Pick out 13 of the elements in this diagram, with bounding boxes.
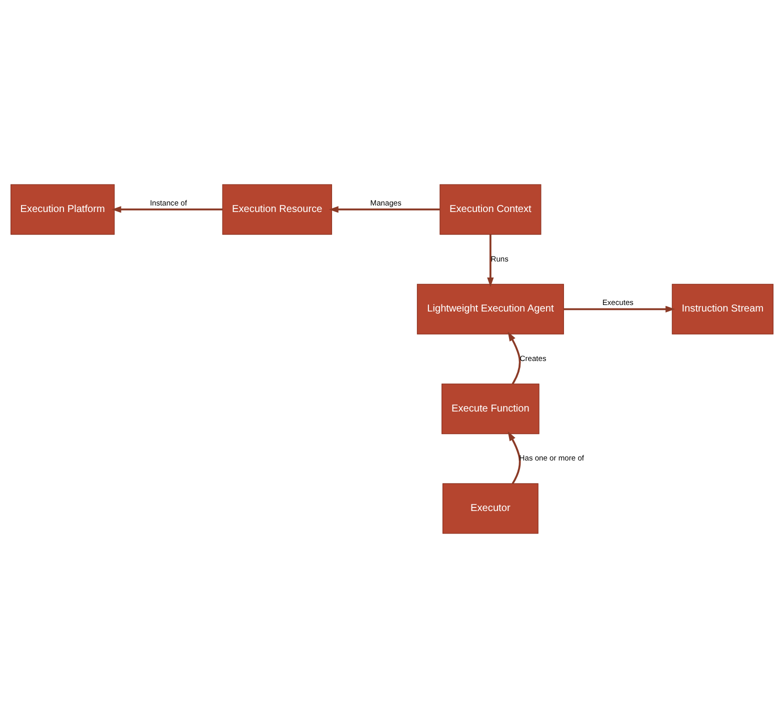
node-box: Lightweight Execution Agent <box>416 284 564 334</box>
arrow <box>508 332 521 384</box>
node-box: Executor <box>442 483 538 534</box>
arrow <box>112 206 223 213</box>
node-box: Execute Function <box>442 384 540 434</box>
node-box: Instruction Stream <box>672 284 774 334</box>
node-box: Execution Context <box>440 184 542 235</box>
arrow <box>564 306 676 312</box>
arrow <box>508 431 521 484</box>
arrow <box>487 234 494 287</box>
arrow <box>328 206 440 213</box>
node-box: Execution Platform <box>10 184 115 235</box>
node-box: Execution Resource <box>222 184 332 235</box>
